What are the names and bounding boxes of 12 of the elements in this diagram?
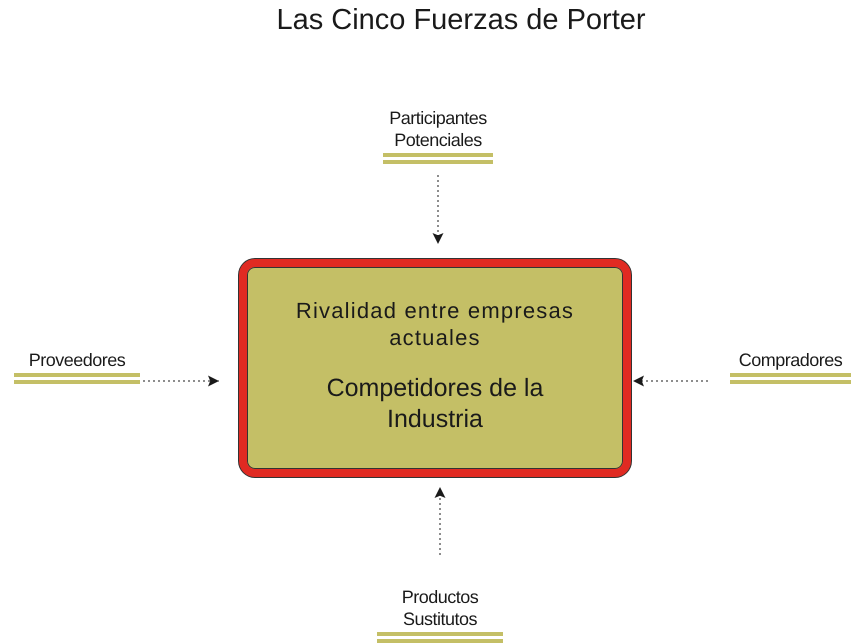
diagram-title: Las Cinco Fuerzas de Porter: [275, 4, 647, 37]
arrow: [432, 174, 444, 244]
arrow: [142, 376, 220, 386]
force-name: Productos Sustitutos: [400, 586, 480, 630]
force-name: Proveedores: [28, 349, 126, 371]
force-name: Compradores: [738, 349, 844, 371]
box-heading: Rivalidad entre empresas actuales: [294, 297, 576, 351]
force-name: Participantes Potenciales: [388, 107, 488, 151]
arrow: [434, 486, 446, 556]
box-text: Competidores de la Industria: [326, 373, 544, 435]
arrow: [632, 376, 708, 386]
central-box: [239, 259, 631, 477]
